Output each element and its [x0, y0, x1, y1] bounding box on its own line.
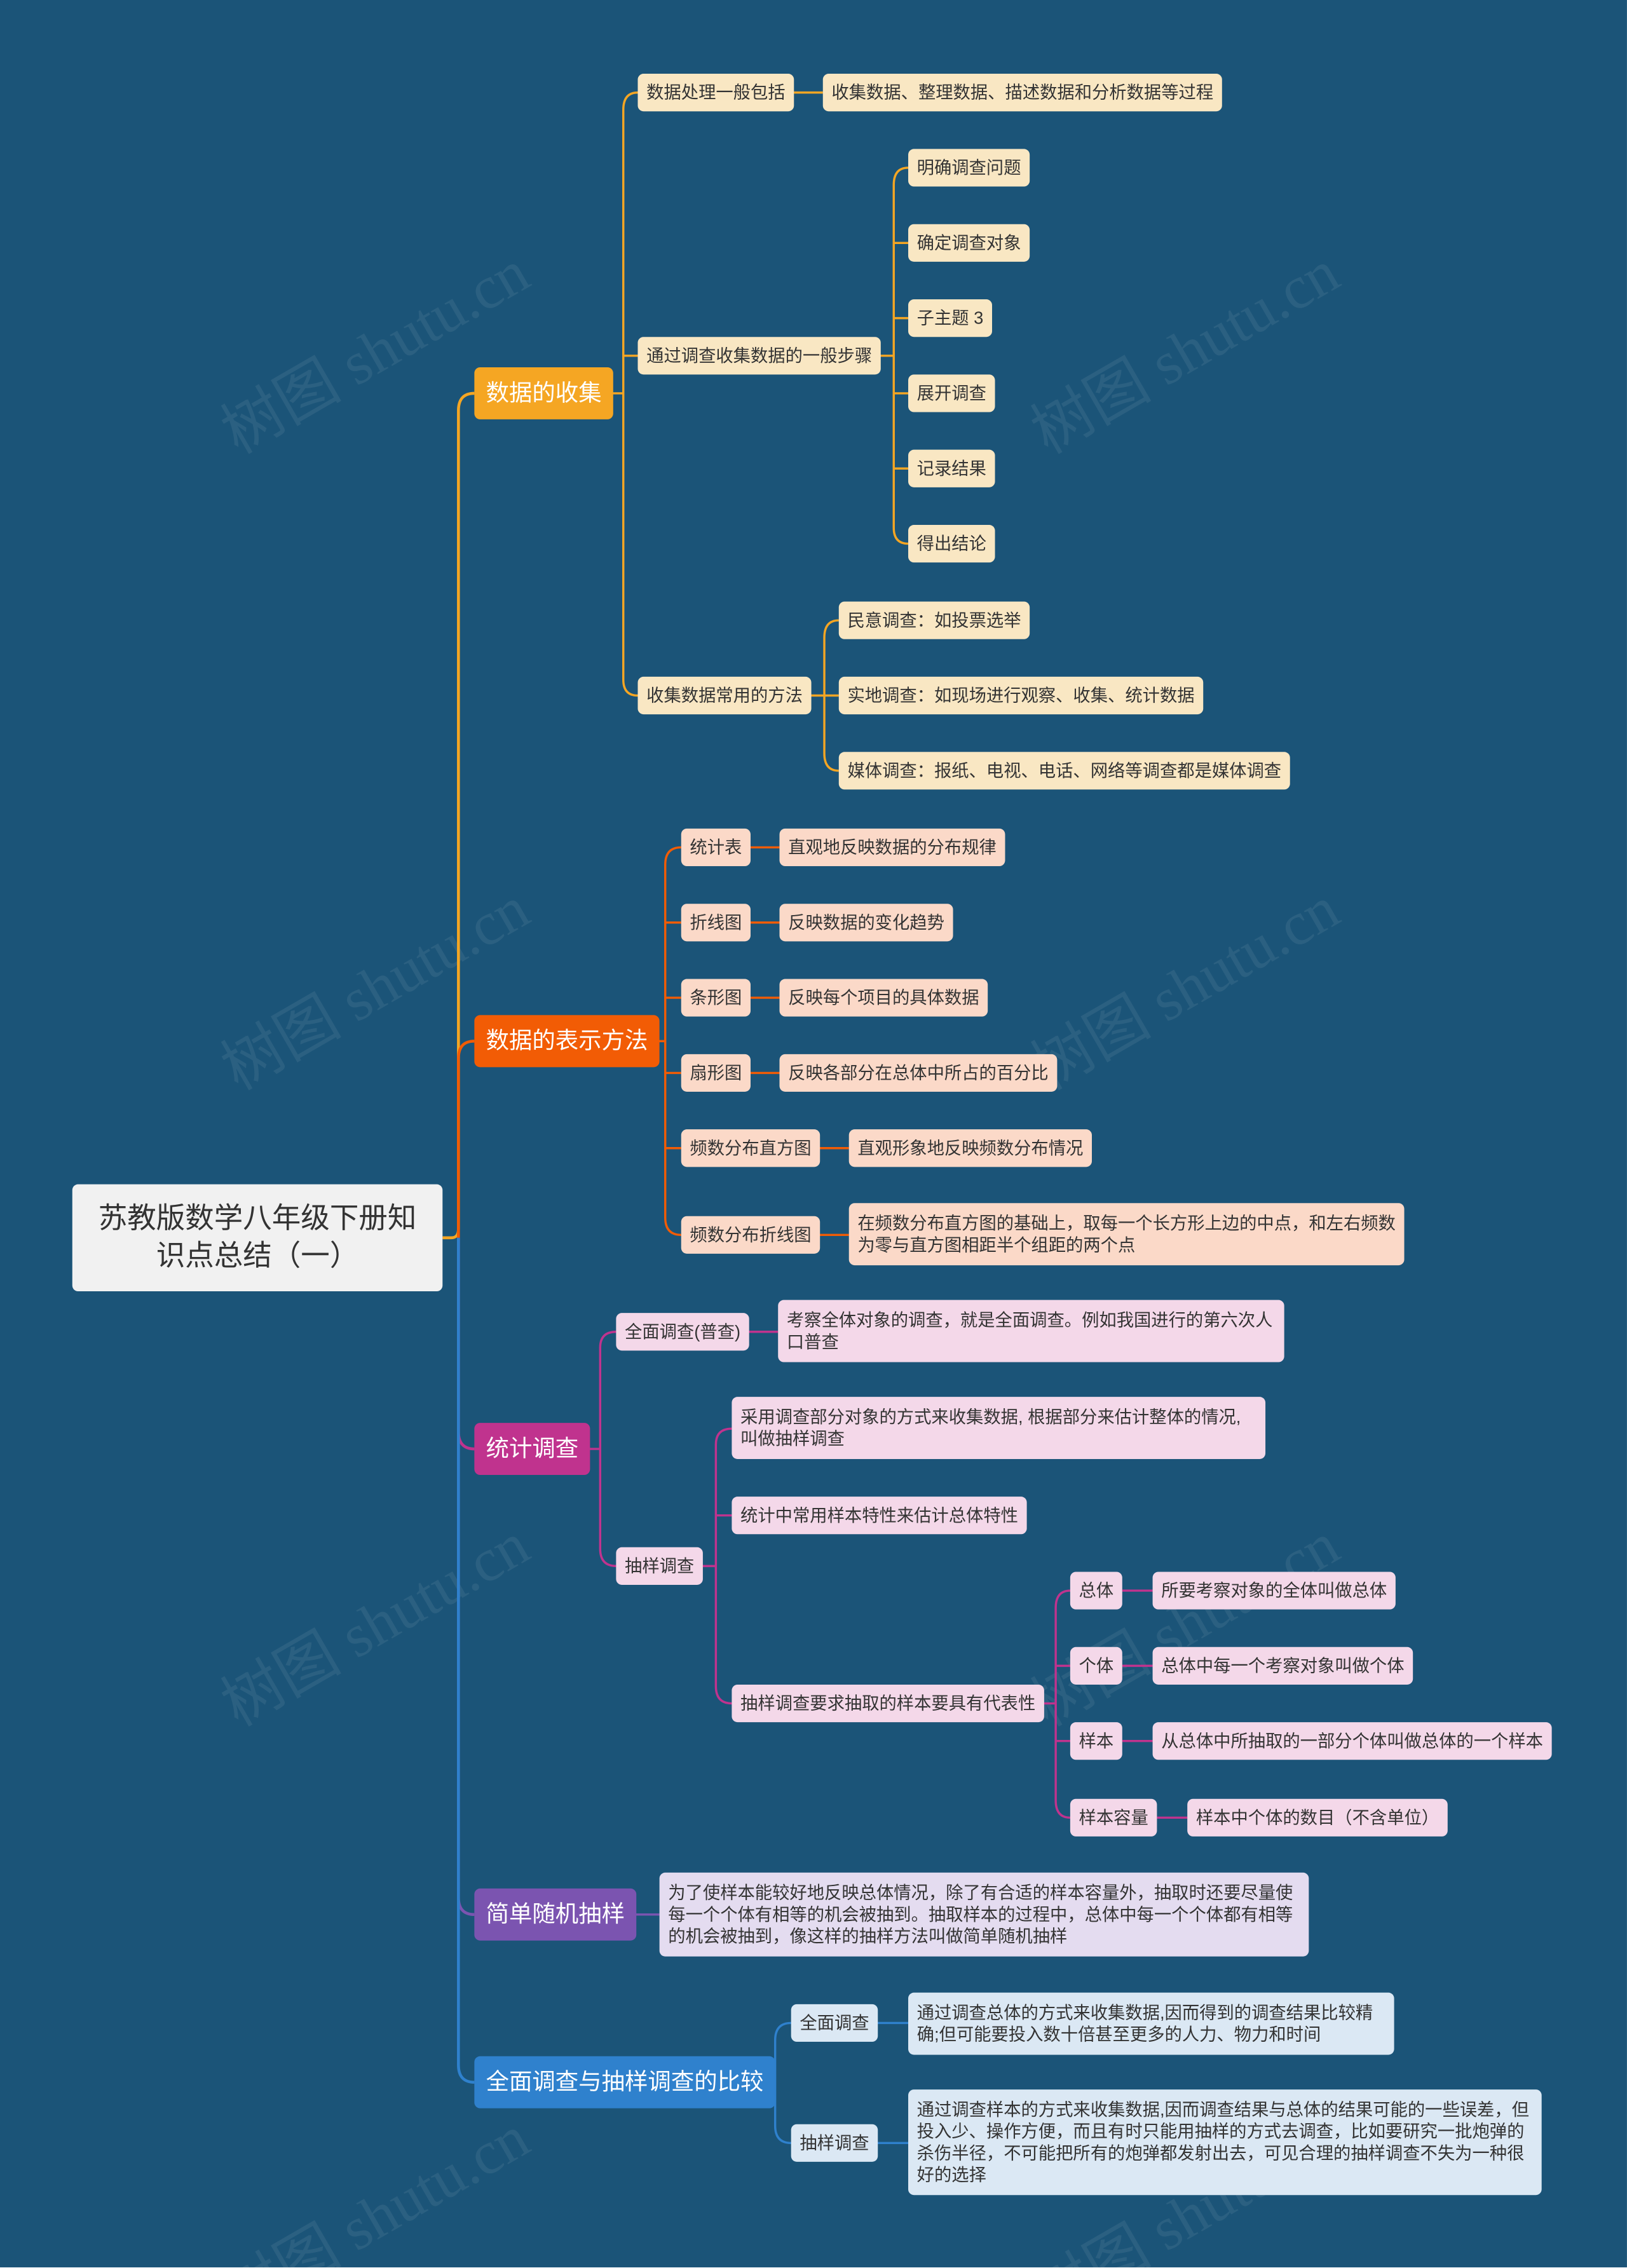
topic-census-compare[interactable]: 全面调查	[791, 2004, 878, 2042]
branch-data-representation[interactable]: 数据的表示方法	[474, 1015, 660, 1068]
detail-census[interactable]: 考察全体对象的调查，就是全面调查。例如我国进行的第六次人口普查	[778, 1300, 1284, 1362]
chart-type[interactable]: 统计表	[681, 828, 751, 867]
detail-sampling-def[interactable]: 采用调查部分对象的方式来收集数据, 根据部分来估计整体的情况, 叫做抽样调查	[732, 1397, 1266, 1459]
branch-simple-random-sampling[interactable]: 简单随机抽样	[474, 1888, 637, 1941]
detail-data-processing[interactable]: 收集数据、整理数据、描述数据和分析数据等过程	[822, 74, 1222, 112]
detail-sampling-estimate[interactable]: 统计中常用样本特性来估计总体特性	[732, 1497, 1027, 1535]
branch-comparison[interactable]: 全面调查与抽样调查的比较	[474, 2056, 775, 2108]
topic-collection-methods[interactable]: 收集数据常用的方法	[637, 676, 812, 715]
chart-desc[interactable]: 反映每个项目的具体数据	[779, 979, 988, 1017]
method-item[interactable]: 民意调查：如投票选举	[838, 601, 1030, 639]
chart-desc[interactable]: 反映数据的变化趋势	[779, 904, 953, 942]
term[interactable]: 样本容量	[1070, 1798, 1157, 1837]
step-item[interactable]: 展开调查	[908, 374, 995, 412]
topic-sampling[interactable]: 抽样调查	[616, 1547, 703, 1585]
term-def[interactable]: 所要考察对象的全体叫做总体	[1152, 1572, 1396, 1610]
chart-type[interactable]: 扇形图	[681, 1054, 751, 1092]
root-topic[interactable]: 苏教版数学八年级下册知识点总结（一）	[72, 1184, 443, 1292]
detail-sampling-compare[interactable]: 通过调查样本的方式来收集数据,因而调查结果与总体的结果可能的一些误差，但投入少、…	[908, 2089, 1542, 2196]
topic-representative-sample[interactable]: 抽样调查要求抽取的样本要具有代表性	[732, 1684, 1044, 1723]
chart-type[interactable]: 折线图	[681, 904, 751, 942]
term[interactable]: 个体	[1070, 1647, 1122, 1685]
term-def[interactable]: 从总体中所抽取的一部分个体叫做总体的一个样本	[1152, 1722, 1552, 1760]
step-item[interactable]: 确定调查对象	[908, 224, 1030, 262]
chart-type[interactable]: 条形图	[681, 979, 751, 1017]
topic-data-processing[interactable]: 数据处理一般包括	[637, 74, 794, 112]
step-item[interactable]: 子主题 3	[908, 299, 993, 337]
topic-survey-steps[interactable]: 通过调查收集数据的一般步骤	[637, 337, 881, 375]
term[interactable]: 总体	[1070, 1572, 1122, 1610]
topic-census[interactable]: 全面调查(普查)	[616, 1313, 749, 1351]
detail-census-compare[interactable]: 通过调查总体的方式来收集数据,因而得到的调查结果比较精确;但可能要投入数十倍甚至…	[908, 1992, 1394, 2055]
step-item[interactable]: 记录结果	[908, 449, 995, 487]
step-item[interactable]: 明确调查问题	[908, 149, 1030, 187]
detail-simple-random-sampling[interactable]: 为了使样本能较好地反映总体情况，除了有合适的样本容量外，抽取时还要尽量使每一个个…	[659, 1872, 1309, 1957]
method-item[interactable]: 实地调查：如现场进行观察、收集、统计数据	[838, 676, 1204, 715]
method-item[interactable]: 媒体调查：报纸、电视、电话、网络等调查都是媒体调查	[838, 752, 1290, 790]
step-item[interactable]: 得出结论	[908, 525, 995, 563]
term-def[interactable]: 总体中每一个考察对象叫做个体	[1152, 1647, 1413, 1685]
chart-desc[interactable]: 直观形象地反映频数分布情况	[848, 1129, 1093, 1167]
term[interactable]: 样本	[1070, 1722, 1122, 1760]
chart-desc[interactable]: 在频数分布直方图的基础上，取每一个长方形上边的中点，和左右频数为零与直方图相距半…	[848, 1203, 1405, 1266]
branch-data-collection[interactable]: 数据的收集	[474, 367, 613, 419]
topic-sampling-compare[interactable]: 抽样调查	[791, 2124, 878, 2162]
chart-type[interactable]: 频数分布折线图	[681, 1216, 820, 1254]
chart-desc[interactable]: 直观地反映数据的分布规律	[779, 828, 1005, 867]
term-def[interactable]: 样本中个体的数目（不含单位）	[1187, 1798, 1448, 1837]
chart-desc[interactable]: 反映各部分在总体中所占的百分比	[779, 1054, 1058, 1092]
chart-type[interactable]: 频数分布直方图	[681, 1129, 820, 1167]
branch-statistical-survey[interactable]: 统计调查	[474, 1423, 590, 1476]
